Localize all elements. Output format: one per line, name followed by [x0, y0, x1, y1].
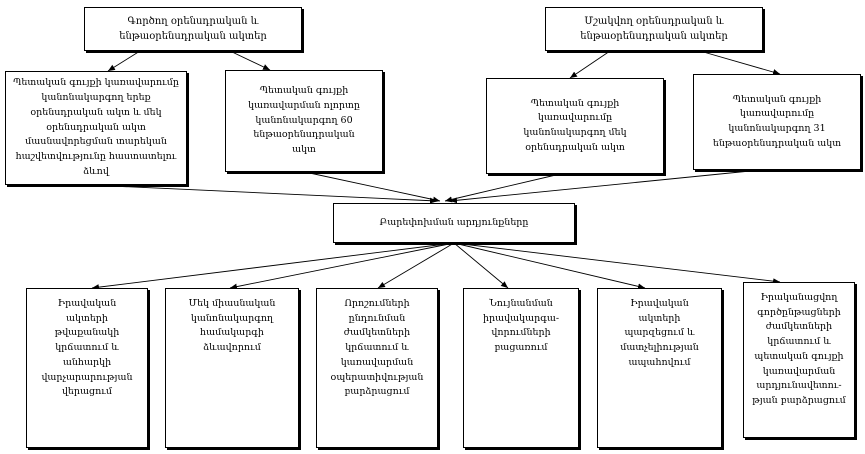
result-box-5: Իրավական ակտերի պարզեցում և մատչելիությա…: [597, 288, 722, 448]
arrow-results-to-item-4: [453, 242, 509, 289]
arrow-results-to-item-1: [91, 242, 455, 291]
drafted-legislative-act-box: Պետական գույքի կառավարումը կանոնակարգող …: [486, 78, 664, 174]
drafted-acts-heading: Մշակվող օրենսդրական և ենթաօրենսդրական ակ…: [545, 7, 763, 51]
current-acts-heading: Գործող օրենսդրական և ենթաօրենսդրական ակտ…: [84, 7, 302, 51]
result-box-2: Մեկ միասնական կանոնակարգող համակարգի ձևա…: [165, 288, 299, 448]
arrow-results-to-item-2: [229, 242, 455, 290]
arrow-drafted-law-to-results: [444, 173, 561, 203]
result-box-6: Իրականացվող գործընթացների ժամկետների կրճ…: [743, 282, 855, 438]
result-box-1: Իրավական ակտերի թվաքանակի կրճատում և անհ…: [26, 288, 148, 448]
arrow-heading-to-current-law: [107, 50, 141, 72]
arrow-heading-to-drafted-law: [569, 50, 611, 79]
arrow-results-to-item-3: [377, 242, 455, 289]
arrow-drafted-sublegal-to-results: [449, 169, 761, 204]
result-box-3: Որոշումների ընդունման ժամկետների կրճատու…: [316, 288, 438, 448]
arrow-heading-to-current-sublegal: [229, 50, 271, 71]
drafted-sublegal-acts-box: Պետական գույքի կառավարումը կանոնակարգող …: [693, 74, 861, 170]
arrow-current-law-to-results: [89, 184, 438, 204]
arrow-results-to-item-5: [453, 242, 646, 290]
result-box-4: Նույնանման իրավակարգա- վորումների բացառո…: [463, 288, 579, 448]
current-legislative-acts-box: Պետական գույքի կառավարումը կանոնակարգող …: [5, 71, 187, 185]
current-sublegal-acts-box: Պետական գույքի կառավարման ոլորտը կանոնակ…: [225, 70, 383, 172]
arrow-results-to-item-6: [453, 242, 781, 285]
reform-results-box: Բարեփոխման արդյունքները: [333, 203, 575, 243]
arrow-current-sublegal-to-results: [304, 171, 441, 203]
arrow-heading-to-drafted-sublegal: [699, 50, 781, 75]
